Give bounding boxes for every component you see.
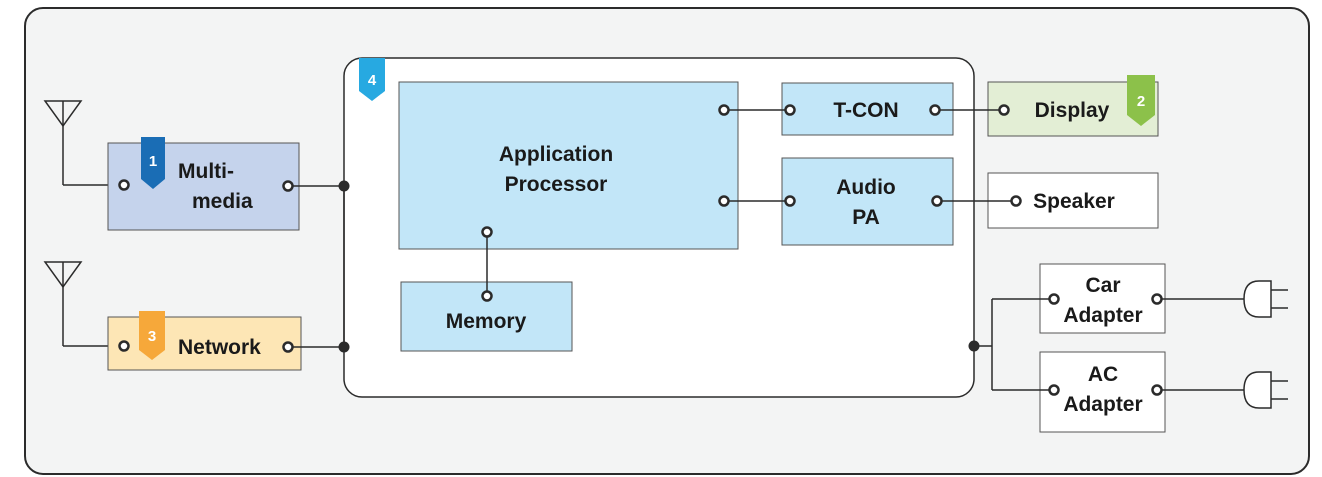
multimedia-label-line1: Multi- — [178, 160, 234, 183]
badge-4-label: 4 — [368, 72, 377, 89]
audio-pa-label-line1: Audio — [836, 176, 895, 199]
app-processor-label-line2: Processor — [505, 173, 608, 196]
badge-4: 4 — [359, 58, 385, 101]
speaker-block — [987, 172, 1159, 229]
app-processor-label-line1: Application — [499, 143, 613, 166]
terminals — [118, 104, 1163, 396]
connection-lines — [288, 109, 1244, 391]
display-label: Display — [1035, 99, 1110, 122]
network-label: Network — [178, 336, 261, 359]
plug-icon — [1243, 280, 1288, 318]
multimedia-label-line2: media — [192, 190, 253, 213]
plug-icon — [1243, 371, 1288, 409]
audio-pa-block — [781, 157, 954, 246]
tcon-label: T-CON — [833, 99, 898, 122]
multimedia-block — [107, 142, 300, 231]
badge-3: 3 — [139, 311, 165, 360]
badge-2-label: 2 — [1137, 93, 1145, 110]
car-adapter-label-line2: Adapter — [1063, 304, 1142, 327]
speaker-label: Speaker — [1033, 190, 1115, 213]
badge-2: 2 — [1127, 75, 1155, 126]
app-processor-block — [398, 81, 739, 250]
junction-dots — [338, 180, 980, 353]
badge-1-label: 1 — [149, 153, 157, 170]
badge-1: 1 — [141, 137, 165, 189]
audio-pa-label-line2: PA — [852, 206, 880, 229]
ac-adapter-block — [1039, 351, 1166, 433]
tcon-block — [781, 82, 954, 136]
car-adapter-block — [1039, 263, 1166, 334]
car-adapter-label-line1: Car — [1085, 274, 1120, 297]
ac-adapter-label-line2: Adapter — [1063, 393, 1142, 416]
ac-adapter-label-line1: AC — [1088, 363, 1118, 386]
memory-label: Memory — [446, 310, 527, 333]
badge-3-label: 3 — [148, 328, 156, 345]
